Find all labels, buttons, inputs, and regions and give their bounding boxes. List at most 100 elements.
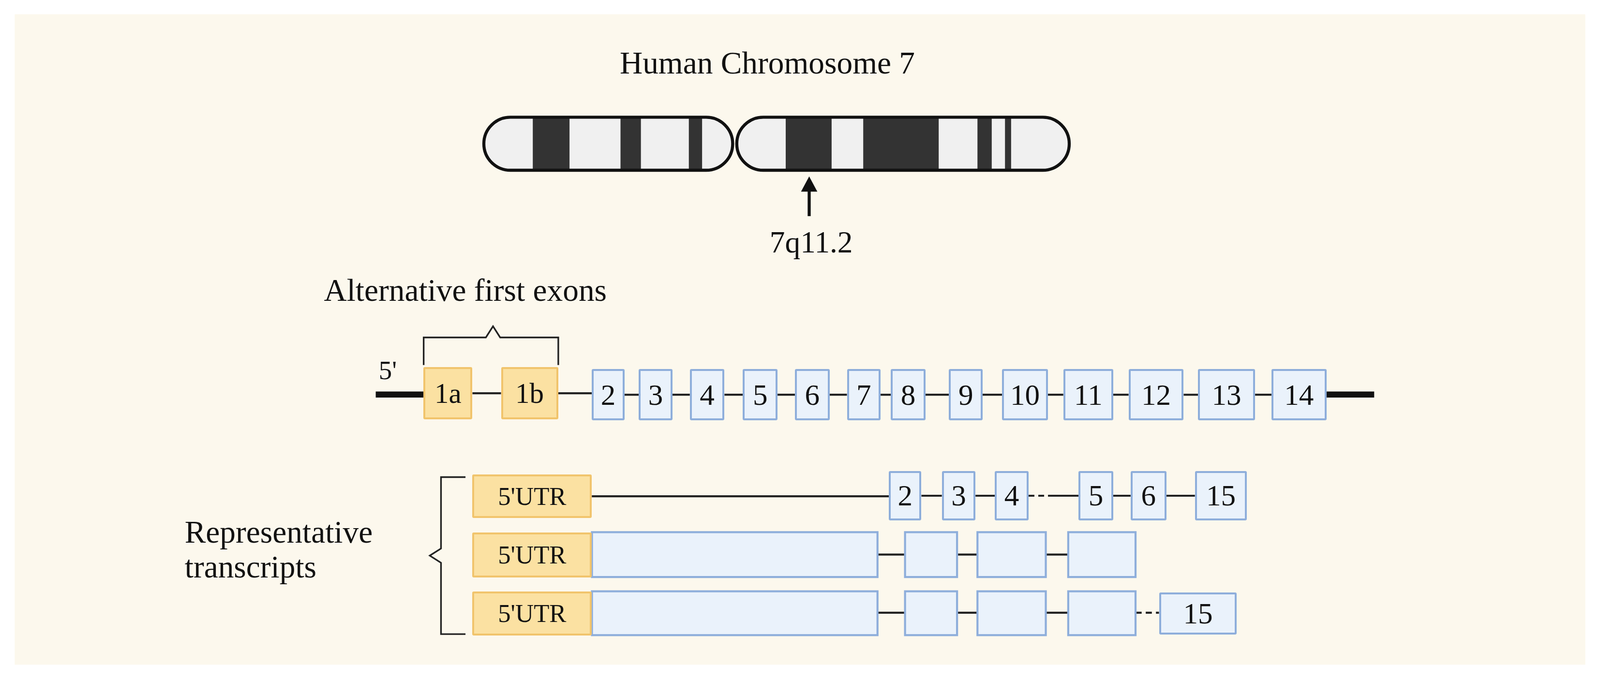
- dark-band: [863, 117, 939, 171]
- exon-label: 6: [805, 380, 821, 410]
- intron-line: [1028, 494, 1079, 497]
- intron-line: [1113, 393, 1129, 396]
- exon-label: 5: [1088, 480, 1104, 511]
- dark-band: [977, 117, 992, 171]
- exon-box: 7: [847, 369, 882, 420]
- utr-box: 5'UTR: [472, 532, 592, 578]
- intron-line: [982, 393, 1002, 396]
- dark-band: [785, 117, 832, 171]
- utr-box: 5'UTR: [472, 591, 592, 636]
- exon-label: 13: [1211, 380, 1242, 410]
- exon-block: [977, 591, 1046, 636]
- intron-line: [591, 495, 889, 498]
- exon-box: 9: [948, 369, 983, 420]
- exon-label: 12: [1141, 380, 1171, 410]
- exon-block: [1068, 532, 1136, 578]
- exon-label: 2: [600, 380, 616, 410]
- exon-block: [905, 591, 958, 636]
- exon-block: [591, 532, 878, 578]
- exon-block: [905, 532, 958, 578]
- strand-label: 5': [378, 357, 397, 384]
- dark-band: [532, 117, 570, 171]
- exon-box: 15: [1195, 471, 1248, 521]
- exon-label: 1a: [434, 379, 462, 408]
- chromosome-outline: [736, 117, 1070, 171]
- dark-band: [688, 117, 703, 171]
- exon-block: [977, 532, 1046, 578]
- transcript-brace: [429, 477, 466, 635]
- exon-label: 4: [699, 380, 715, 410]
- exon-label: 5'UTR: [497, 483, 567, 510]
- intron-line: [724, 393, 743, 396]
- exon-box: 13: [1197, 369, 1256, 420]
- exon-box: 11: [1063, 369, 1114, 420]
- exon-label: 15: [1182, 598, 1213, 629]
- intron-line: [672, 393, 690, 396]
- intron-line: [829, 393, 848, 396]
- exon-box: 8: [890, 369, 926, 420]
- exon-label: 9: [958, 380, 974, 410]
- exon-box: 3: [638, 369, 673, 420]
- exon-box: 3: [942, 471, 976, 521]
- intron-line: [1113, 494, 1131, 497]
- chromosome-q-arm: [736, 117, 1070, 171]
- intron-line: [558, 392, 593, 395]
- exon-box: 15: [1159, 592, 1237, 635]
- first-exon-bracket: [423, 326, 559, 366]
- exon-label: 15: [1206, 480, 1236, 511]
- intron-line: [1166, 494, 1196, 497]
- intron-line: [975, 494, 995, 497]
- exon-label: 8: [900, 380, 916, 410]
- exon-label: 5'UTR: [497, 600, 567, 627]
- title-text: Human Chromosome 7: [619, 47, 915, 79]
- bracket-label: Alternative first exons: [323, 274, 607, 307]
- intron-line: [921, 494, 942, 497]
- chromosome-outline: [483, 117, 733, 171]
- light-band: [483, 117, 733, 171]
- first-exon-box: 1b: [501, 367, 559, 420]
- exon-box: 4: [994, 471, 1029, 521]
- exon-block: [1068, 591, 1136, 636]
- dark-band: [620, 117, 642, 171]
- gene-flank-line: [1326, 391, 1375, 398]
- exon-label: 3: [648, 380, 664, 410]
- exon-box: 5: [1078, 471, 1114, 521]
- intron-line: [777, 393, 795, 396]
- intron-line: [1047, 393, 1064, 396]
- intron-line: [880, 393, 891, 396]
- gene-flank-line: [375, 391, 424, 398]
- transcript-row-2: [591, 532, 1136, 578]
- exon-label: 5: [752, 380, 768, 410]
- exon-box: 2: [591, 369, 625, 420]
- exon-box: 14: [1271, 369, 1327, 420]
- exon-box: 5: [742, 369, 778, 420]
- exon-label: 1b: [515, 379, 544, 408]
- exon-box: 2: [888, 471, 922, 521]
- utr-box: 5'UTR: [472, 474, 592, 519]
- exon-label: 11: [1074, 380, 1103, 410]
- intron-line: [1183, 393, 1198, 396]
- exon-label: 14: [1284, 380, 1314, 410]
- exon-box: 12: [1128, 369, 1184, 420]
- first-exon-box: 1a: [423, 367, 473, 420]
- exon-label: 5'UTR: [497, 542, 567, 569]
- light-band: [736, 117, 1070, 171]
- locus-arrow-head: [801, 176, 818, 193]
- locus-arrow-shaft: [807, 188, 811, 217]
- locus-label: 7q11.2: [769, 227, 853, 258]
- intron-line: [925, 393, 950, 396]
- exon-label: 10: [1010, 380, 1040, 410]
- exon-box: 6: [794, 369, 830, 420]
- intron-line: [1255, 393, 1272, 396]
- exon-label: 7: [856, 380, 872, 410]
- transcript-row-3: [591, 591, 1159, 636]
- exon-label: 3: [951, 480, 967, 511]
- group-label: Representative transcripts: [184, 515, 415, 585]
- dark-band: [1004, 117, 1012, 171]
- exon-label: 6: [1140, 480, 1156, 511]
- intron-dashed-line: [1135, 612, 1159, 614]
- exon-block: [591, 591, 878, 636]
- exon-box: 4: [689, 369, 725, 420]
